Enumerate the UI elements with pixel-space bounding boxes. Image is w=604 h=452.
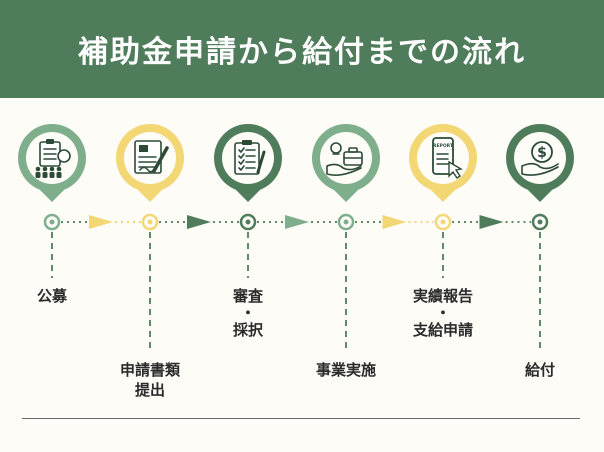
page-title: 補助金申請から給付までの流れ bbox=[78, 35, 526, 70]
dollar-symbol: $ bbox=[537, 145, 547, 161]
checklist-icon bbox=[234, 140, 266, 175]
pin-tail bbox=[429, 188, 457, 202]
pin-tail bbox=[234, 188, 262, 202]
title-banner: 補助金申請から給付までの流れ bbox=[0, 0, 604, 98]
connector-arrow bbox=[257, 215, 337, 229]
step-label-line: 給付 bbox=[524, 361, 556, 379]
step-node-1 bbox=[18, 124, 86, 278]
document-pen-icon bbox=[134, 140, 169, 174]
arrow-head bbox=[285, 215, 309, 229]
hand-coin-icon: $ bbox=[521, 141, 559, 176]
connector-arrow bbox=[61, 215, 141, 229]
connector-arrow bbox=[355, 215, 434, 229]
pin-tail bbox=[526, 188, 554, 202]
pin-tail bbox=[332, 188, 360, 202]
step-label-line: ・ bbox=[435, 304, 451, 322]
step-label-line: 支給申請 bbox=[412, 321, 474, 339]
step-label-3: 審査・採択 bbox=[233, 286, 263, 340]
step-label-4: 事業実施 bbox=[316, 360, 376, 380]
step-label-line: 事業実施 bbox=[315, 361, 377, 379]
clipboard-people-icon bbox=[35, 139, 71, 178]
pin-tail bbox=[38, 188, 66, 202]
step-label-1: 公募 bbox=[37, 286, 67, 306]
line-node-dot bbox=[245, 219, 251, 225]
line-node-dot bbox=[49, 219, 55, 225]
connector-arrow bbox=[452, 215, 531, 229]
connector-arrow bbox=[159, 215, 239, 229]
step-label-line: 申請書類 bbox=[119, 361, 181, 379]
step-label-line: 実績報告 bbox=[412, 287, 474, 305]
arrow-head bbox=[89, 215, 113, 229]
step-node-5: REPORT bbox=[409, 124, 477, 278]
step-label-6: 給付 bbox=[525, 360, 555, 380]
step-label-line: 採択 bbox=[232, 321, 264, 339]
arrow-head bbox=[479, 215, 504, 229]
step-node-2 bbox=[116, 124, 184, 352]
line-node-dot bbox=[537, 219, 543, 225]
step-label-line: 公募 bbox=[36, 287, 68, 305]
line-node-dot bbox=[440, 219, 446, 225]
line-node-dot bbox=[147, 219, 153, 225]
step-label-2: 申請書類提出 bbox=[120, 360, 180, 400]
hand-briefcase-icon bbox=[326, 142, 363, 176]
step-label-line: ・ bbox=[240, 304, 256, 322]
phone-report-icon: REPORT bbox=[432, 137, 463, 179]
line-node-dot bbox=[343, 219, 349, 225]
phone-screen-text: REPORT bbox=[433, 143, 454, 149]
step-node-4 bbox=[312, 124, 380, 352]
step-label-5: 実績報告・支給申請 bbox=[413, 286, 473, 340]
step-node-3 bbox=[214, 124, 282, 278]
bottom-divider bbox=[22, 418, 580, 419]
step-label-line: 審査 bbox=[232, 287, 264, 305]
step-label-line: 提出 bbox=[134, 381, 166, 399]
arrow-head bbox=[382, 215, 407, 229]
pin-tail bbox=[136, 188, 164, 202]
arrow-head bbox=[187, 215, 211, 229]
step-node-6: $ bbox=[506, 124, 574, 352]
